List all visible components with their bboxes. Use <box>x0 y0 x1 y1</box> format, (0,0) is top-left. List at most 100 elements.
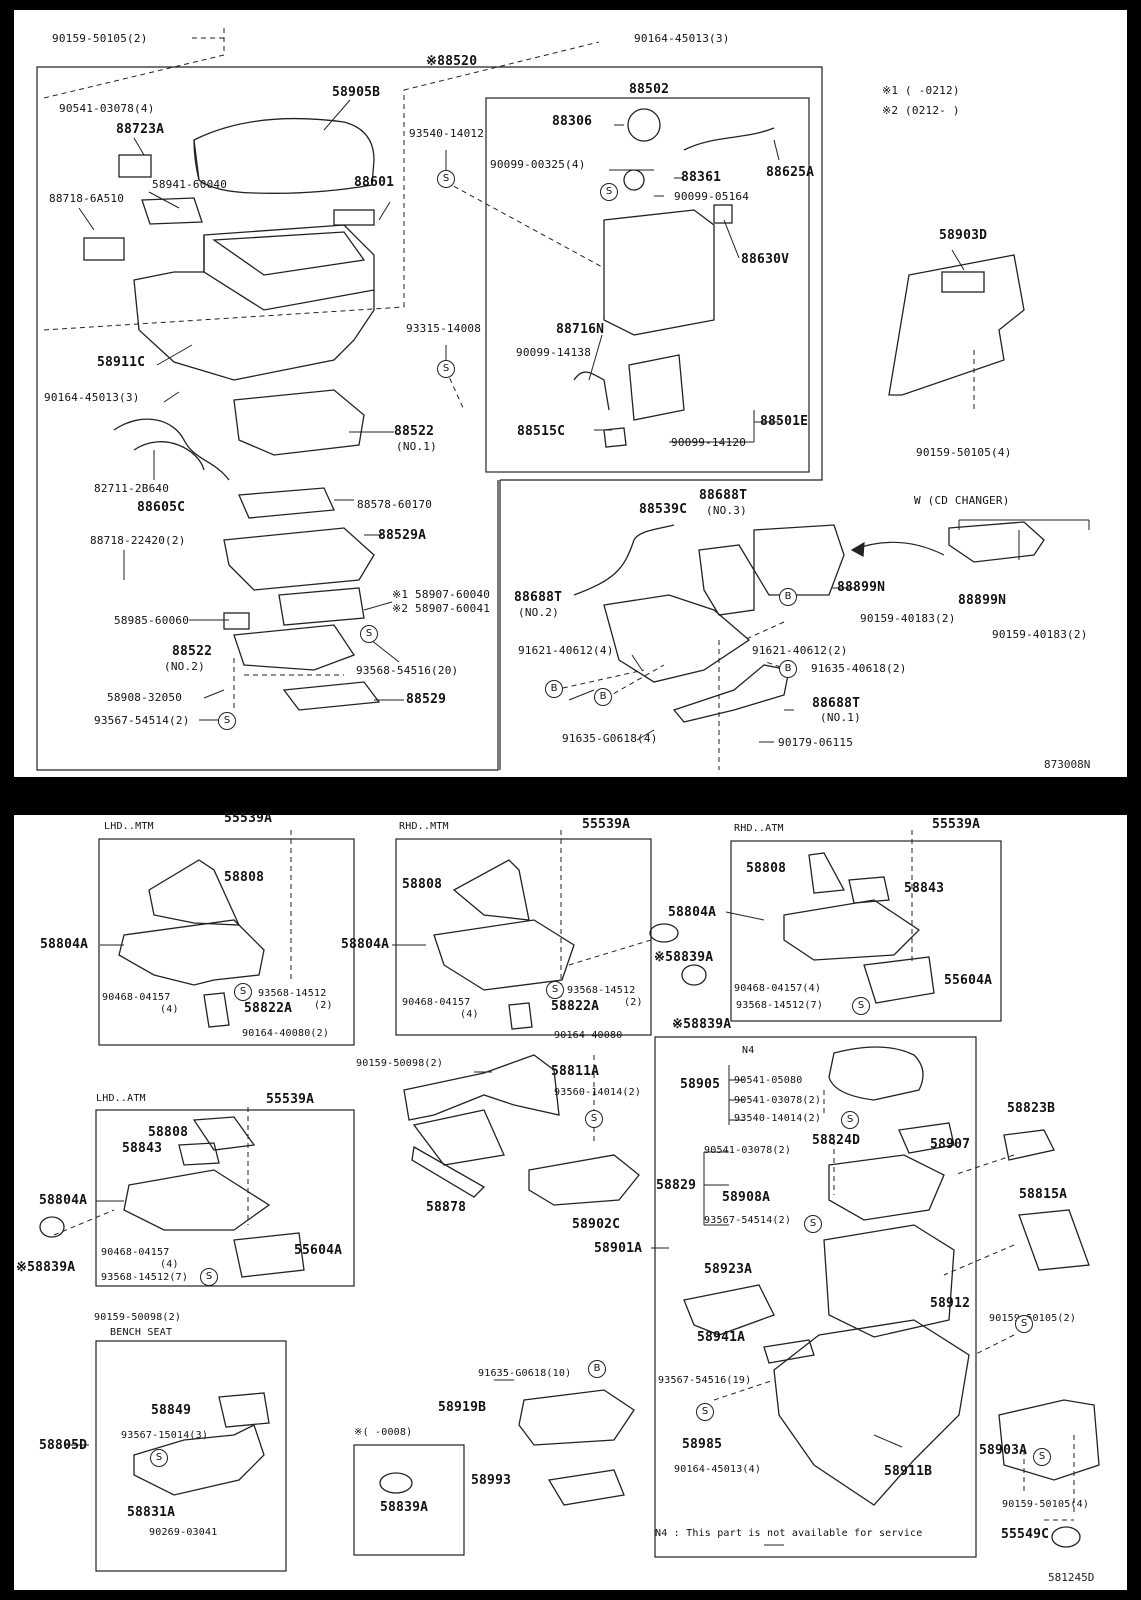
s-symbol: S <box>841 1111 859 1129</box>
part-label: 58815A <box>1019 1187 1068 1202</box>
cd-changer-title: W (CD CHANGER) <box>914 494 1010 507</box>
part-label: 88716N <box>556 322 605 337</box>
part-label: 93540-14014(2) <box>734 1113 822 1124</box>
part-label: 90541-03078(2) <box>734 1095 822 1106</box>
part-label: 90541-03078(4) <box>59 102 155 115</box>
s-symbol: S <box>696 1403 714 1421</box>
s-symbol: S <box>852 997 870 1015</box>
s-symbol: S <box>437 360 455 378</box>
part-label: 88688T <box>812 696 861 711</box>
part-label: 90159-50105(2) <box>989 1313 1077 1324</box>
s-symbol: S <box>234 983 252 1001</box>
b-symbol: B <box>779 660 797 678</box>
part-label: 88522 <box>394 424 435 439</box>
part-label: 88501E <box>760 414 809 429</box>
part-label: 88605C <box>137 500 186 515</box>
assembly-label: 88502 <box>629 82 670 97</box>
part-label: 90164-45013(3) <box>634 32 730 45</box>
part-label: 90164-45013(3) <box>44 391 140 404</box>
part-label: 58843 <box>122 1141 163 1156</box>
part-label: ※2 58907-60041 <box>392 602 491 615</box>
part-label: 90541-05080 <box>734 1075 803 1086</box>
part-label: 88899N <box>958 593 1007 608</box>
part-label: 93568-54516(20) <box>356 664 459 677</box>
part-label: 58804A <box>341 937 390 952</box>
part-label: 91621-40612(4) <box>518 644 614 657</box>
part-label: 88688T <box>699 488 748 503</box>
s-symbol: S <box>1033 1448 1051 1466</box>
part-label: 58911C <box>97 355 146 370</box>
part-label: 93560-14014(2) <box>554 1087 642 1098</box>
part-label: 58919B <box>438 1400 487 1415</box>
part-label: 90468-04157 <box>101 1247 170 1258</box>
note-2: ※2 (0212- ) <box>882 104 960 117</box>
frame-58901A <box>654 1036 977 1558</box>
part-label: (4) <box>160 1004 179 1015</box>
part-label: 90179-06115 <box>778 736 854 749</box>
bottom-diagram-drawing <box>39 830 1100 1572</box>
part-label: 88718-22420(2) <box>90 534 186 547</box>
part-label: 58808 <box>224 870 265 885</box>
part-label: 58901A <box>594 1241 643 1256</box>
section-title-bench-seat: BENCH SEAT <box>110 1327 173 1338</box>
part-label: 58908A <box>722 1190 771 1205</box>
part-label: 58905B <box>332 85 381 100</box>
part-label: 90099-14138 <box>516 346 592 359</box>
part-label: (NO.2) <box>518 606 559 619</box>
part-label: 88529A <box>378 528 427 543</box>
part-label: 58805D <box>39 1438 88 1453</box>
part-label: 58923A <box>704 1262 753 1277</box>
part-label: 58829 <box>656 1178 697 1193</box>
part-label: 88306 <box>552 114 593 129</box>
s-symbol: S <box>1015 1315 1033 1333</box>
part-label: 93567-15014(3) <box>121 1430 209 1441</box>
part-label: 88625A <box>766 165 815 180</box>
bottom-parts-diagram: LHD..MTM RHD..MTM RHD..ATM LHD..ATM BENC… <box>14 811 1127 1590</box>
part-label: 58911B <box>884 1464 933 1479</box>
part-label: 58822A <box>551 999 600 1014</box>
part-label: 58822A <box>244 1001 293 1016</box>
part-label: 90159-40183(2) <box>992 628 1088 641</box>
part-label: 58993 <box>471 1473 512 1488</box>
frame-bench-seat <box>95 1340 287 1572</box>
part-label: ※1 58907-60040 <box>392 588 491 601</box>
part-label: 58808 <box>148 1125 189 1140</box>
b-symbol: B <box>594 688 612 706</box>
diagram-code: 873008N <box>1044 758 1091 771</box>
part-label: 58905 <box>680 1077 721 1092</box>
part-label: (NO.1) <box>396 440 437 453</box>
b-symbol: B <box>545 680 563 698</box>
section-title-rhd-atm: RHD..ATM <box>734 823 784 834</box>
part-label: 93568-14512(7) <box>736 1000 824 1011</box>
part-label: 58808 <box>402 877 443 892</box>
part-label: 90468-04157 <box>102 992 171 1003</box>
part-label: 90269-03041 <box>149 1527 218 1538</box>
part-label: 88361 <box>681 170 722 185</box>
part-label: 90164-45013(4) <box>674 1464 762 1475</box>
part-label: (2) <box>624 997 643 1008</box>
part-label: 90159-50105(4) <box>1002 1499 1090 1510</box>
b-symbol: B <box>779 588 797 606</box>
part-label: 55539A <box>582 817 631 832</box>
part-label: 91635-G0618(10) <box>478 1368 572 1379</box>
part-label: 91621-40612(2) <box>752 644 848 657</box>
s-symbol: S <box>804 1215 822 1233</box>
part-label: 58808 <box>746 861 787 876</box>
part-label: 88718-6A510 <box>49 192 125 205</box>
diagram-code: 581245D <box>1048 1571 1095 1584</box>
part-label: 93567-54514(2) <box>94 714 190 727</box>
part-label: (NO.2) <box>164 660 205 673</box>
part-label: 58903D <box>939 228 988 243</box>
part-label: 93315-14008 <box>406 322 482 335</box>
frame-88520 <box>414 66 823 481</box>
part-label: 58902C <box>572 1217 621 1232</box>
part-label: 55604A <box>294 1243 343 1258</box>
frame-rhd-atm <box>730 840 1002 1022</box>
part-label: ※58839A <box>672 1017 732 1032</box>
part-label: 88688T <box>514 590 563 605</box>
part-label: 90541-03078(2) <box>704 1145 792 1156</box>
part-label: 93567-54516(19) <box>658 1375 752 1386</box>
s-symbol: S <box>585 1110 603 1128</box>
part-label: ※58839A <box>16 1260 76 1275</box>
part-label: 58985 <box>682 1437 723 1452</box>
